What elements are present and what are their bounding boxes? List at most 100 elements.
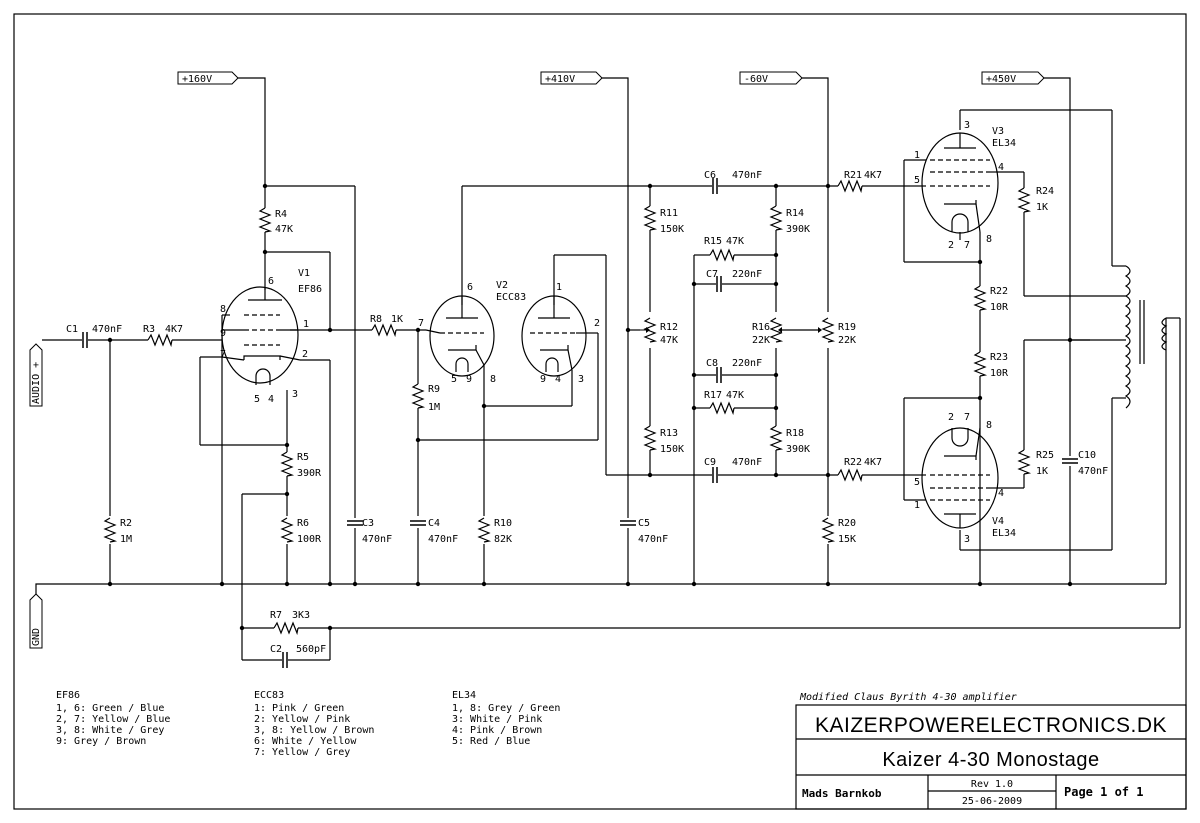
potentiometer-r16 <box>770 317 782 343</box>
label-components-r5-ref: R5 <box>297 452 309 463</box>
label-components-r8-val: 1K <box>391 314 403 325</box>
label-tubes-v2-pins-5: 1 <box>556 282 562 293</box>
label-tubes-v1-pins-1: 9 <box>220 328 226 339</box>
label-rails-v410: +410V <box>545 74 575 85</box>
resistor-r21 <box>837 180 863 192</box>
label-components-r23-ref: R23 <box>990 352 1008 363</box>
tube-v4-labels: 2 7 8 5 4 1 3 V4 EL34 <box>914 412 1016 545</box>
resistor-r17 <box>709 402 735 414</box>
label-components-c8-val: 220nF <box>732 358 762 369</box>
tube-v2-ecc83 <box>425 295 590 377</box>
label-tubes-v1-pins-2: 7 <box>220 349 226 360</box>
label-tubes-v1-pins-8: 4 <box>268 394 274 405</box>
label-ports-gnd: GND <box>31 628 42 646</box>
label-components-r25-ref: R25 <box>1036 450 1054 461</box>
label-legend-0-lines-1: 2, 7: Yellow / Blue <box>56 714 170 725</box>
capacitor-c5 <box>619 520 637 526</box>
tube-v3-labels: 3 1 5 4 2 7 8 V3 EL34 <box>914 120 1016 251</box>
label-tubes-v1-pins-5: 2 <box>302 349 308 360</box>
resistor-r13 <box>644 425 656 451</box>
resistor-r8 <box>371 324 397 336</box>
label-legend-1-lines-2: 3, 8: Yellow / Brown <box>254 725 374 736</box>
label-legend-0-lines-3: 9: Grey / Brown <box>56 736 146 747</box>
label-components-r20-ref: R20 <box>838 518 856 529</box>
label-components-r13-ref: R13 <box>660 428 678 439</box>
label-components-r4-val: 47K <box>275 224 293 235</box>
label-components-r7-val: 3K3 <box>292 610 310 621</box>
label-legend-2-tube: EL34 <box>452 690 476 701</box>
label-components-r25-val: 1K <box>1036 466 1048 477</box>
resistor-r14 <box>770 205 782 231</box>
label-components-r2-val: 1M <box>120 534 132 545</box>
label-components-r16-ref: R16 <box>752 322 770 333</box>
label-legend-1-lines-1: 2: Yellow / Pink <box>254 714 350 725</box>
label-tubes-v2-pins-7: 9 <box>540 374 546 385</box>
junction-dots <box>107 183 1073 631</box>
label-components-c8-ref: C8 <box>706 358 718 369</box>
rail-410v: +410V <box>540 71 603 85</box>
label-components-r21-val: 4K7 <box>864 170 882 181</box>
resistor-r23 <box>974 351 986 377</box>
label-components-c10-ref: C10 <box>1078 450 1096 461</box>
label-components-r20-val: 15K <box>838 534 856 545</box>
label-components-r22-ref: R22 <box>844 457 862 468</box>
label-tubes-v1-pins-6: 3 <box>292 389 298 400</box>
resistor-r22-grid <box>837 469 863 481</box>
capacitor-c8 <box>716 366 722 384</box>
label-tubes-v4-pins-2: 8 <box>986 420 992 431</box>
label-components-r2-ref: R2 <box>120 518 132 529</box>
label-legend-1-lines-4: 7: Yellow / Grey <box>254 747 350 758</box>
label-tubes-v2-type: ECC83 <box>496 292 526 303</box>
label-components-r12-val: 47K <box>660 335 678 346</box>
label-tubes-v4-pins-0: 2 <box>948 412 954 423</box>
title-block-subtitle: Modified Claus Byrith 4-30 amplifier <box>799 692 1017 703</box>
label-components-r24-ref: R24 <box>1036 186 1054 197</box>
label-tubes-v1-ref: V1 <box>298 268 310 279</box>
label-components-c3-ref: C3 <box>362 518 374 529</box>
potentiometer-r19 <box>818 317 834 343</box>
label-legend-2-lines-3: 5: Red / Blue <box>452 736 530 747</box>
label-components-r6-ref: R6 <box>297 518 309 529</box>
tube-v2-labels: 6 7 5 9 8 1 2 9 4 3 V2 ECC83 <box>418 280 600 385</box>
label-tubes-v2-pins-3: 9 <box>466 374 472 385</box>
label-tubes-v3-pins-4: 2 <box>948 240 954 251</box>
resistor-r7 <box>273 622 299 634</box>
label-components-r4-ref: R4 <box>275 209 287 220</box>
capacitor-c3 <box>346 520 364 526</box>
tube-v1-ef86 <box>221 286 301 385</box>
label-components-r22b-val: 10R <box>990 302 1009 313</box>
rail-neg60v: -60V <box>739 71 803 85</box>
label-tubes-v1-pins-0: 8 <box>220 304 226 315</box>
title-block-title: Kaizer 4-30 Monostage <box>882 749 1099 771</box>
title-block-page: Page 1 of 1 <box>1064 785 1143 799</box>
label-components-r11-val: 150K <box>660 224 684 235</box>
label-components-c6-val: 470nF <box>732 170 762 181</box>
label-tubes-v1-pins-4: 1 <box>303 319 309 330</box>
label-rails-v450: +450V <box>986 74 1016 85</box>
label-components-c2-ref: C2 <box>270 644 282 655</box>
wiring <box>35 77 1181 661</box>
label-tubes-v4-ref: V4 <box>992 516 1004 527</box>
label-components-r9-val: 1M <box>428 402 440 413</box>
label-tubes-v4-pins-6: 3 <box>964 534 970 545</box>
label-components-c7-ref: C7 <box>706 269 718 280</box>
label-components-c2-val: 560pF <box>296 644 326 655</box>
title-block-date: 25-06-2009 <box>962 796 1022 807</box>
output-transformer <box>1124 265 1180 409</box>
resistor-r6 <box>281 517 293 543</box>
label-tubes-v1-pins-7: 5 <box>254 394 260 405</box>
label-components-c1-val: 470nF <box>92 324 122 335</box>
label-components-c9-val: 470nF <box>732 457 762 468</box>
resistor-r11 <box>644 205 656 231</box>
legend-el34: EL34 1, 8: Grey / Green 3: White / Pink … <box>452 690 560 747</box>
title-block-rev: Rev 1.0 <box>971 779 1013 790</box>
label-components-r10-ref: R10 <box>494 518 512 529</box>
label-components-r14-ref: R14 <box>786 208 804 219</box>
label-components-c3-val: 470nF <box>362 534 392 545</box>
label-components-r19-val: 22K <box>838 335 856 346</box>
label-tubes-v2-pins-6: 2 <box>594 318 600 329</box>
label-rails-v160: +160V <box>182 74 212 85</box>
label-components-r23-val: 10R <box>990 368 1009 379</box>
title-block-company: KAIZERPOWERELECTRONICS.DK <box>815 714 1167 737</box>
label-components-r15-val: 47K <box>726 236 744 247</box>
